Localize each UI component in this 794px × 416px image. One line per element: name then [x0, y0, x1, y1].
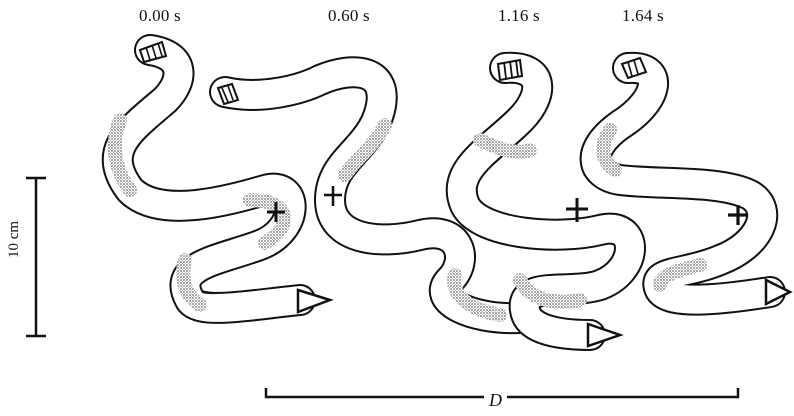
scale-bar: [26, 178, 46, 336]
distance-label: D: [484, 390, 507, 411]
scale-bar-label: 10 cm: [6, 221, 23, 258]
time-label-1: 0.60 s: [328, 6, 370, 26]
time-label-0: 0.00 s: [139, 6, 181, 26]
rattle-tail-icon: [498, 60, 522, 80]
time-label-2: 1.16 s: [498, 6, 540, 26]
time-label-3: 1.64 s: [622, 6, 664, 26]
